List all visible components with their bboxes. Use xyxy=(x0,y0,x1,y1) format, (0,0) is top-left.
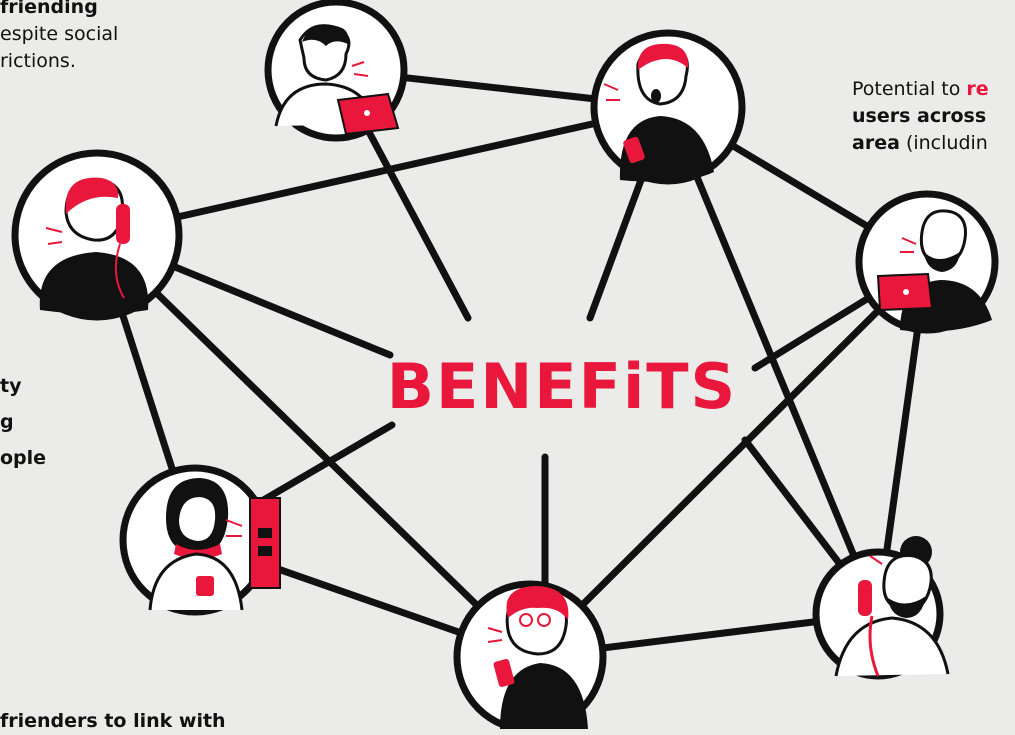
benefits-title: BENEFiTS xyxy=(387,350,737,423)
person-phone-icon xyxy=(487,586,588,729)
person-node-curly-woman xyxy=(453,580,607,729)
top-right-line-1-plain: Potential to xyxy=(852,78,967,100)
text-block-top-right: Potential to re users across area (inclu… xyxy=(852,76,989,157)
person-landline-icon xyxy=(834,536,950,677)
top-right-line-3-plain: (includin xyxy=(899,132,988,154)
top-left-line-1: friending xyxy=(0,0,98,18)
left-mid-line-1: ty xyxy=(0,375,22,397)
text-block-left-mid: ty g ople xyxy=(0,368,46,476)
bottom-line-1: frienders to link with xyxy=(0,710,226,732)
person-phone-surprised-icon xyxy=(603,43,714,182)
person-laptop-icon xyxy=(876,209,992,332)
left-mid-line-2: g xyxy=(0,411,14,433)
top-right-line-3-bold: area xyxy=(852,132,900,154)
top-left-line-2: espite social xyxy=(0,23,119,45)
person-node-landline-woman xyxy=(11,149,183,321)
top-right-line-1-red: re xyxy=(966,78,989,100)
person-landline-icon xyxy=(39,177,149,314)
person-node-hijab-woman xyxy=(119,464,281,616)
person-laptop-icon xyxy=(274,24,400,136)
text-block-bottom: frienders to link with xyxy=(0,708,226,735)
person-node-bald-man-laptop xyxy=(855,190,999,334)
left-mid-line-3: ople xyxy=(0,447,47,469)
text-block-top-left: friending espite social rictions. xyxy=(0,0,118,75)
top-left-line-3: rictions. xyxy=(0,50,76,72)
person-node-surprised-phone xyxy=(590,29,746,185)
top-right-line-2: users across xyxy=(852,105,987,127)
person-mug-icon xyxy=(148,478,281,611)
person-node-bun-man xyxy=(812,536,950,680)
person-node-laptop-man xyxy=(264,0,408,142)
